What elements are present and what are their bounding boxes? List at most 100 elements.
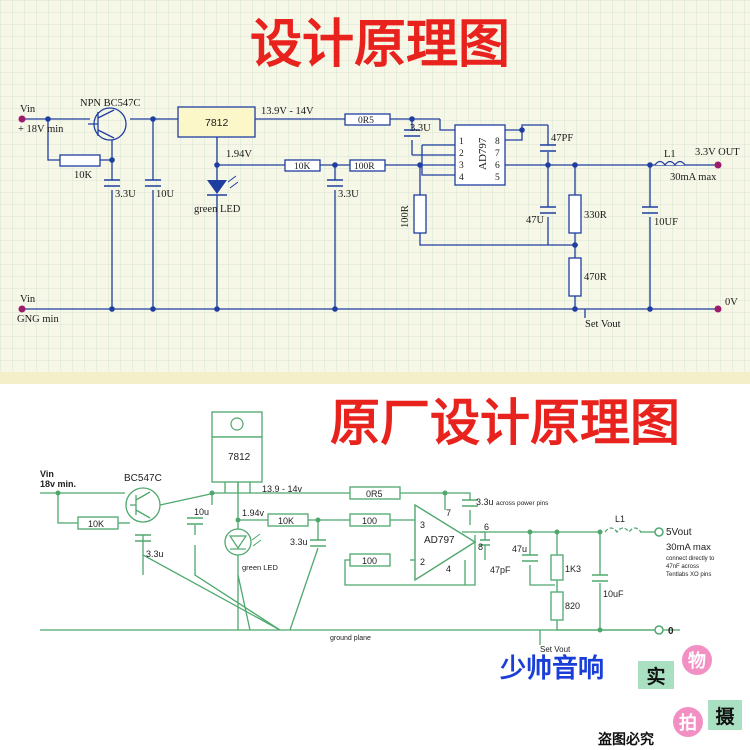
shop-name: 少帅音响 <box>499 653 604 684</box>
top-label-chip: AD797 <box>477 137 489 170</box>
bottom-green-led <box>224 528 262 556</box>
top-resistor-0r5 <box>344 113 391 126</box>
bottom-label-vin: Vin <box>40 469 54 479</box>
bottom-capacitors <box>135 499 608 582</box>
bottom-pin-8: 8 <box>478 542 483 552</box>
bottom-label-c47pf: 47pF <box>490 565 511 575</box>
bottom-resistor-100-2 <box>349 553 391 567</box>
top-pin-6: 6 <box>495 161 500 171</box>
top-npn-transistor <box>88 107 127 141</box>
wu-badge <box>682 645 712 675</box>
bottom-resistor-820 <box>550 591 564 621</box>
bottom-junctions <box>55 490 603 633</box>
bottom-label-v194: 1.94v <box>242 508 265 518</box>
bottom-label-reg: 7812 <box>228 452 251 463</box>
top-resistor-10k-2 <box>284 159 321 172</box>
top-opamp-chip <box>454 124 506 186</box>
bottom-label-r1k3: 1K3 <box>565 564 581 574</box>
top-inductor <box>654 160 686 167</box>
bottom-label-vin-min: 18v min. <box>40 479 76 489</box>
bottom-label-c33u-2: 3.3u <box>290 537 308 547</box>
bottom-label-zero: 0 <box>668 626 674 637</box>
top-label-v194: 1.94V <box>226 149 252 160</box>
top-capacitors <box>104 129 658 214</box>
top-label-gng-min: GNG min <box>17 314 59 325</box>
bottom-pin-3: 3 <box>420 520 425 530</box>
top-label-c33u-1: 3.3U <box>115 189 136 200</box>
bottom-labels: Vin 18v min. BC547C 7812 10K 3.3u 10u 13… <box>40 452 715 654</box>
she-badge <box>708 700 742 730</box>
bottom-pin-2: 2 <box>420 557 425 567</box>
bottom-label-r100-1: 100 <box>362 516 377 526</box>
bottom-ground-terminal <box>654 625 664 635</box>
top-label-r10k-2: 10K <box>294 162 311 172</box>
top-label-r10k-1: 10K <box>74 170 93 181</box>
top-pin-5: 5 <box>495 173 500 183</box>
bottom-wires <box>40 483 680 645</box>
top-label-r470r: 470R <box>584 272 607 283</box>
bottom-title: 原厂设计原理图 <box>330 394 680 452</box>
bottom-label-c33u-3: 3.3u <box>476 497 494 507</box>
top-label-c33u-2: 3.3U <box>338 189 359 200</box>
pai-text: 拍 <box>679 712 697 734</box>
top-pin-8: 8 <box>495 137 500 147</box>
top-resistor-10k-1 <box>59 154 101 167</box>
bottom-label-out-current: 30mA max <box>666 542 711 553</box>
bottom-label-c10uf: 10uF <box>603 589 624 599</box>
top-label-out: 3.3V OUT <box>695 147 740 158</box>
bottom-label-r10k-2: 10K <box>278 516 294 526</box>
top-label-0v: 0V <box>725 297 738 308</box>
bottom-opamp <box>414 503 477 582</box>
bottom-label-r100-2: 100 <box>362 556 377 566</box>
top-title: 设计原理图 <box>250 15 510 75</box>
top-label-r330r: 330R <box>584 210 607 221</box>
bottom-resistor-0r5 <box>349 486 401 500</box>
top-label-l1: L1 <box>664 149 676 160</box>
top-terminals <box>18 115 722 313</box>
top-label-out-current: 30mA max <box>670 172 717 183</box>
bottom-transistor <box>125 487 161 523</box>
top-resistor-100r-h <box>349 159 386 172</box>
she-text: 摄 <box>715 705 735 728</box>
top-labels: Vin + 18V min Vin GNG min NPN BC547C 10K… <box>17 98 740 330</box>
bottom-label-r820: 820 <box>565 601 580 611</box>
top-resistor-470r <box>568 257 582 297</box>
shi-badge <box>638 661 674 689</box>
bottom-label-c47u: 47u <box>512 544 527 554</box>
top-pin-2: 2 <box>459 149 464 159</box>
bottom-out-terminal <box>654 527 664 537</box>
top-label-led: green LED <box>194 204 241 215</box>
bottom-note-1: connect directly to <box>666 556 715 562</box>
bottom-resistor-100-1 <box>349 513 391 527</box>
bottom-label-c10u: 10u <box>194 507 209 517</box>
bottom-note-2: 47nF across <box>666 564 699 570</box>
bottom-label-led: green LED <box>242 563 278 572</box>
bottom-label-r10k-1: 10K <box>88 519 104 529</box>
branding: 少帅音响 实 物 拍 摄 盗图必究 <box>499 645 742 748</box>
top-label-r0r5: 0R5 <box>358 116 374 126</box>
top-label-c47u: 47U <box>526 215 545 226</box>
bottom-pin-4: 4 <box>446 564 451 574</box>
bottom-pin-6: 6 <box>484 522 489 532</box>
bottom-schematic: 原厂设计原理图 <box>0 372 750 750</box>
bottom-label-l1: L1 <box>615 514 625 524</box>
bottom-inductor <box>604 527 642 534</box>
top-schematic: 设计原理图 <box>0 0 750 372</box>
top-components <box>59 106 582 297</box>
top-regulator-box <box>177 106 256 138</box>
bottom-label-c33u-1: 3.3u <box>146 549 164 559</box>
bottom-note-3: Tentlabs XO pins <box>666 572 711 578</box>
top-pin-3: 3 <box>459 161 464 171</box>
top-pin-1: 1 <box>459 137 464 147</box>
bottom-resistor-10k-2 <box>267 513 309 527</box>
top-label-transistor: NPN BC547C <box>80 98 140 109</box>
bottom-label-chip: AD797 <box>424 535 455 546</box>
bottom-pin-7: 7 <box>446 508 451 518</box>
pai-badge <box>673 707 703 737</box>
top-green-led <box>207 175 239 196</box>
bottom-components <box>77 486 564 621</box>
top-label-r100r-v: 100R <box>400 205 411 228</box>
bottom-label-r0r5: 0R5 <box>366 489 383 499</box>
